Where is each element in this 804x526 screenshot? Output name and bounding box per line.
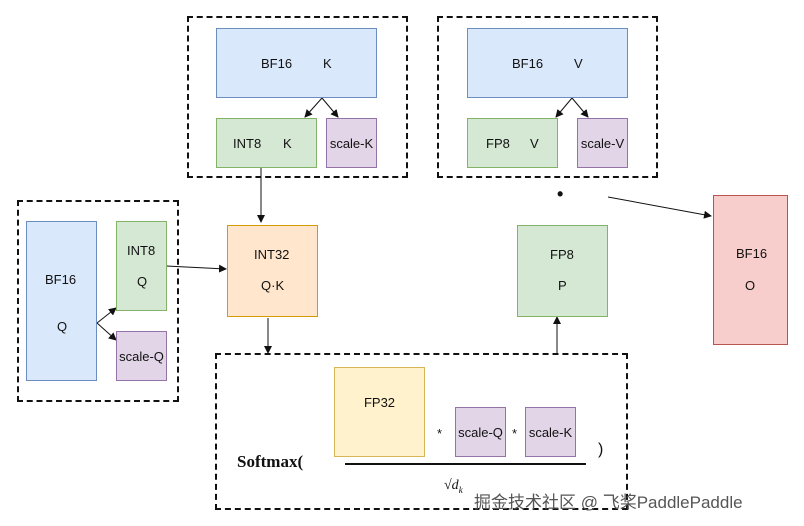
watermark: 掘金技术社区 @ 飞桨PaddlePaddle: [474, 493, 743, 512]
p-name: P: [558, 278, 567, 293]
bf16-k-label: BF16: [261, 56, 293, 71]
matmul-dot: •: [557, 184, 564, 204]
bf16-o-label: BF16: [736, 246, 768, 261]
softmax-scale-k-box: scale-K: [525, 407, 576, 457]
int8-k-box: INT8 K: [216, 118, 317, 168]
int8-q-box: INT8 Q: [116, 221, 167, 311]
v-group-frame: [437, 16, 658, 178]
bf16-q-box: BF16 Q: [26, 221, 97, 381]
softmax-scale-q-label: scale-Q: [458, 424, 503, 440]
scale-k-label: scale-K: [329, 135, 374, 151]
sqrt-dk-sub: k: [458, 484, 463, 495]
times-2: *: [512, 426, 518, 441]
softmax-scale-q-box: scale-Q: [455, 407, 506, 457]
int8-k-label: INT8: [233, 136, 262, 151]
scale-k-box: scale-K: [326, 118, 377, 168]
arrow-dot-to-o: [607, 196, 712, 219]
bf16-q-label: BF16: [45, 272, 77, 287]
int32-label: INT32: [254, 247, 290, 262]
arrow-bf16q-to-scaleq: [96, 322, 117, 341]
q-group-frame: [17, 200, 179, 402]
fp8-v-name: V: [530, 136, 539, 151]
fp8-v-label: FP8: [486, 136, 510, 151]
sqrt-dk: √dk: [444, 478, 463, 495]
fp32-box: FP32: [334, 367, 425, 457]
bf16-q-name: Q: [57, 319, 68, 334]
sqrt-dk-main: √d: [444, 478, 459, 493]
bf16-v-box: BF16 V: [467, 28, 628, 98]
scale-v-label: scale-V: [580, 135, 625, 151]
int32-qk-box: INT32 Q·K: [227, 225, 318, 317]
arrow-q-to-qk: [165, 264, 227, 273]
fp8-v-box: FP8 V: [467, 118, 558, 168]
arrow-bf16q-to-int8q: [96, 307, 117, 324]
scale-v-box: scale-V: [577, 118, 628, 168]
softmax-suffix: ): [598, 441, 604, 458]
qk-name: Q·K: [261, 278, 285, 293]
fp32-label: FP32: [363, 394, 396, 410]
fp8-p-label: FP8: [550, 247, 574, 262]
int8-q-name: Q: [137, 274, 148, 289]
bf16-v-label: BF16: [512, 56, 544, 71]
bf16-v-name: V: [574, 56, 583, 71]
bf16-o-box: BF16 O: [713, 195, 788, 345]
int8-k-name: K: [283, 136, 292, 151]
times-1: *: [437, 426, 443, 441]
softmax-frame: [215, 353, 628, 510]
arrow-bf16v-to-fp8v: [555, 97, 573, 118]
bf16-k-box: BF16 K: [216, 28, 377, 98]
bf16-k-name: K: [323, 56, 332, 71]
softmax-scale-k-label: scale-K: [528, 424, 573, 440]
scale-q-box: scale-Q: [116, 331, 167, 381]
fp8-p-box: FP8 P: [517, 225, 608, 317]
int8-q-label: INT8: [127, 243, 156, 258]
arrow-bf16v-to-scalev: [571, 97, 589, 118]
arrow-bf16k-to-int8k: [304, 97, 323, 118]
scale-q-label: scale-Q: [119, 348, 164, 364]
o-name: O: [745, 278, 756, 293]
arrow-bf16k-to-scalek: [321, 97, 339, 118]
k-group-frame: [187, 16, 408, 178]
softmax-prefix: Softmax(: [237, 452, 304, 471]
